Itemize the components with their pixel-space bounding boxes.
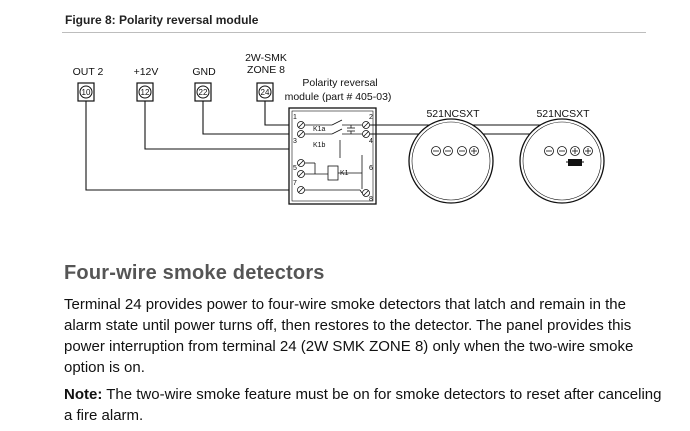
note-text: The two-wire smoke feature must be on fo…: [64, 386, 662, 424]
pin-1: 1: [293, 114, 297, 121]
note-label: Note:: [64, 386, 103, 403]
section-paragraph: Terminal 24 provides power to four-wire …: [64, 296, 634, 376]
pin-6: 6: [369, 165, 373, 172]
terminal-label-zone8: ZONE 8: [247, 64, 285, 76]
relay-label-k1: K1: [340, 170, 349, 177]
pin-8: 8: [369, 196, 373, 203]
terminal-wires: [85, 101, 296, 191]
terminal-number-10: 10: [82, 88, 91, 97]
smoke-detector-1: 521NCSXT: [408, 108, 494, 204]
smoke-detector-2: 521NCSXT: [519, 108, 605, 204]
figure-caption: Figure 8: Polarity reversal module: [65, 13, 259, 27]
terminal-number-22: 22: [199, 88, 208, 97]
terminal-block-12: 12: [136, 82, 154, 102]
detector-2-label: 521NCSXT: [536, 108, 590, 120]
terminal-label-2wsmk: 2W-SMK: [245, 52, 287, 64]
terminal-label-12v: +12V: [134, 66, 159, 78]
terminal-block-22: 22: [194, 82, 212, 102]
terminal-number-24: 24: [261, 88, 270, 97]
pin-4: 4: [369, 138, 373, 145]
pin-3: 3: [293, 138, 297, 145]
pin-7: 7: [293, 180, 297, 187]
caption-divider: [62, 32, 646, 33]
section-heading: Four-wire smoke detectors: [64, 262, 325, 284]
module-subtitle: module (part # 405-03): [285, 91, 392, 103]
terminal-label-out2: OUT 2: [73, 66, 104, 78]
pin-5: 5: [293, 165, 297, 172]
terminal-label-gnd: GND: [192, 66, 216, 78]
note-paragraph: Note: The two-wire smoke feature must be…: [64, 384, 664, 426]
terminal-block-24: 24: [256, 82, 274, 102]
wiring-diagram: OUT 2 +12V GND 2W-SMK ZONE 8 10 12 22 24…: [73, 52, 605, 205]
relay-label-k1a: K1a: [313, 126, 326, 133]
terminal-block-10: 10: [77, 82, 95, 102]
module-title: Polarity reversal: [302, 77, 377, 89]
detector-1-label: 521NCSXT: [426, 108, 480, 120]
terminal-number-12: 12: [141, 88, 150, 97]
pin-2: 2: [369, 114, 373, 121]
polarity-reversal-module: 1 2 3 4 5 6 7 8 K1a: [288, 107, 377, 205]
relay-label-k1b: K1b: [313, 142, 326, 149]
